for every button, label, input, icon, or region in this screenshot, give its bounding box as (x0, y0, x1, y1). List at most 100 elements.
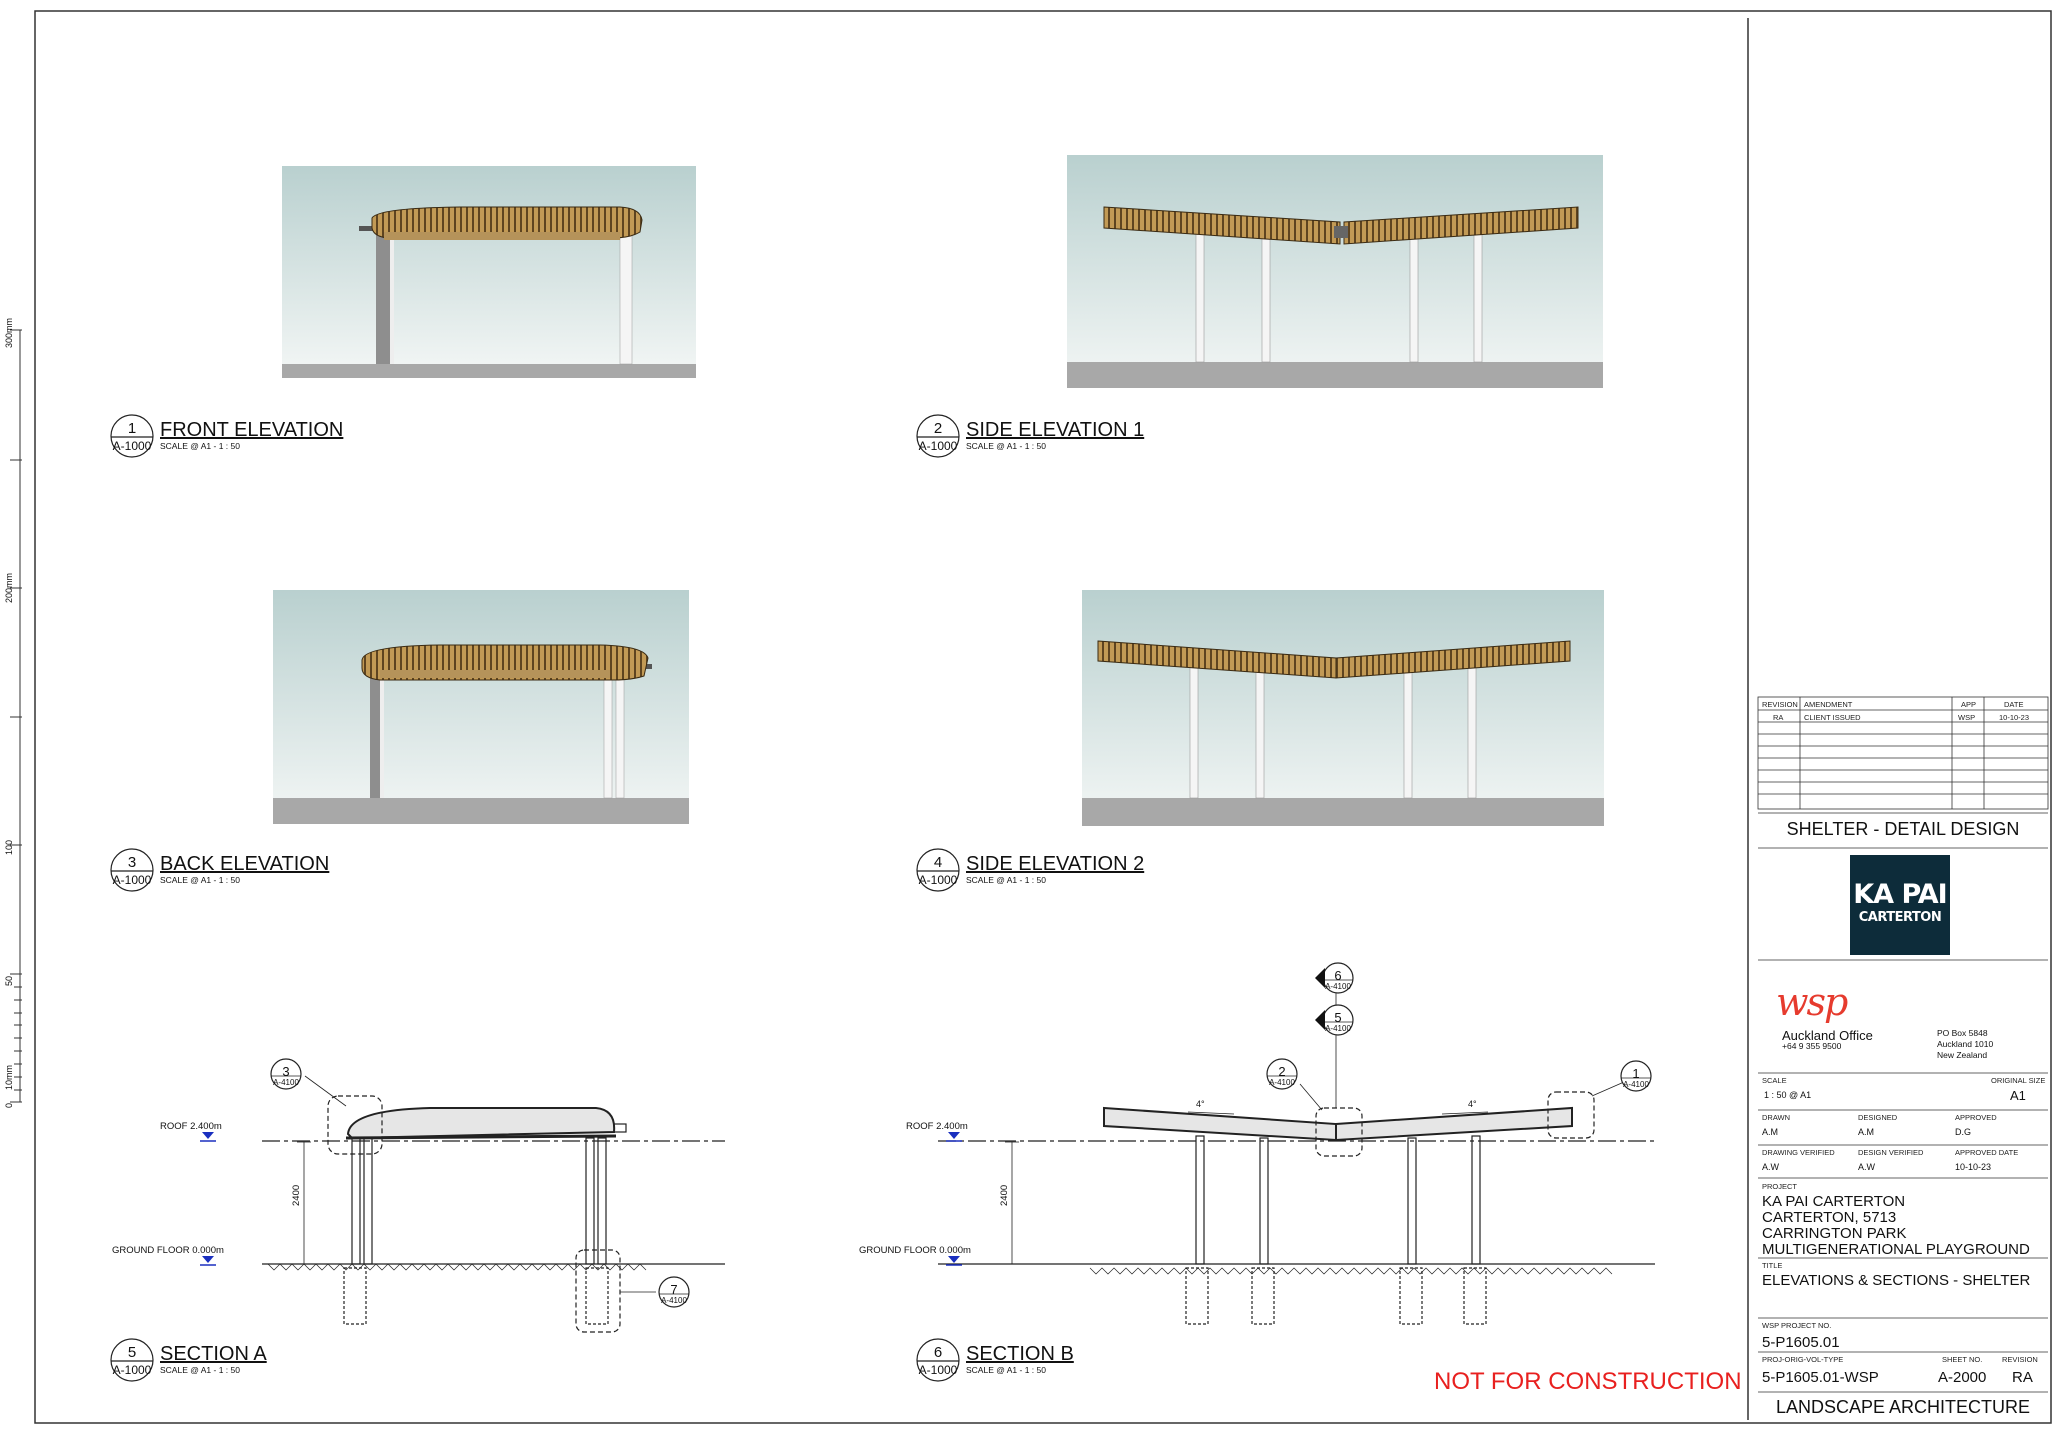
wsp-logo: wsp (1776, 980, 1848, 1024)
rev-header-date: DATE (2004, 700, 2024, 709)
view-number-6: 6 (933, 1344, 943, 1361)
callout-1-number: 1 (1632, 1066, 1640, 1081)
office-name: Auckland Office (1782, 1028, 1873, 1043)
view-scale-5: SCALE @ A1 - 1 : 50 (160, 1365, 240, 1375)
revision-value: RA (2012, 1369, 2033, 1386)
office-phone: +64 9 355 9500 (1782, 1041, 1842, 1051)
logo-line-1: KA PAI (1853, 879, 1947, 910)
view-scale-4: SCALE @ A1 - 1 : 50 (966, 875, 1046, 885)
view-ref-3: A-1000 (112, 873, 152, 887)
approved-date-label: APPROVED DATE (1955, 1148, 2019, 1157)
scale-tick-200: 200mm (4, 572, 14, 603)
section-6-number: 6 (1334, 968, 1342, 983)
front-elevation-render (282, 166, 696, 378)
view-ref-2: A-1000 (918, 439, 958, 453)
view-number-3: 3 (127, 854, 137, 871)
view-scale-3: SCALE @ A1 - 1 : 50 (160, 875, 240, 885)
view-scale-2: SCALE @ A1 - 1 : 50 (966, 441, 1046, 451)
back-elevation-render (273, 590, 689, 824)
sheet-no-value: A-2000 (1938, 1369, 1987, 1386)
view-number-1: 1 (127, 420, 137, 437)
section-a-drawing (262, 1058, 725, 1333)
rev-row-revision: RA (1773, 713, 1784, 722)
design-verified-label: DESIGN VERIFIED (1858, 1148, 1924, 1157)
view-ref-4: A-1000 (918, 873, 958, 887)
view-title-back-elevation: BACK ELEVATION (160, 853, 330, 875)
ground-level-marker-a (202, 1256, 214, 1263)
proj-code-label: PROJ-ORIG-VOL-TYPE (1762, 1355, 1844, 1364)
section-5-ref: A-4100 (1325, 1024, 1351, 1033)
drawing-verified-value: A.W (1762, 1162, 1779, 1172)
view-title-front-elevation: FRONT ELEVATION (160, 419, 344, 441)
view-title-section-b: SECTION B (966, 1343, 1074, 1365)
designed-label: DESIGNED (1858, 1113, 1898, 1122)
section-5-arrow (1315, 1010, 1325, 1030)
section-a-dimension: 2400 (291, 1184, 302, 1206)
original-size-value: A1 (2010, 1088, 2026, 1103)
callout-3-number: 3 (282, 1064, 290, 1079)
scale-tick-10: 10mm (4, 1064, 14, 1090)
project-line-4: MULTIGENERATIONAL PLAYGROUND (1762, 1241, 2030, 1258)
section-6-arrow (1315, 968, 1325, 988)
view-ref-5: A-1000 (112, 1363, 152, 1377)
project-line-1: KA PAI CARTERTON (1762, 1193, 1906, 1210)
section-b-drawing (938, 962, 1655, 1325)
callout-3-ref: A-4100 (273, 1078, 299, 1087)
view-number-2: 2 (933, 420, 943, 437)
approved-date-value: 10-10-23 (1955, 1162, 1992, 1172)
view-ref-1: A-1000 (112, 439, 152, 453)
view-number-5: 5 (127, 1344, 137, 1361)
sheet-no-label: SHEET NO. (1942, 1355, 1983, 1364)
project-label: PROJECT (1762, 1182, 1798, 1191)
title-block-lines (1757, 696, 2049, 1393)
section-a-ground-level: GROUND FLOOR 0.000m (112, 1245, 224, 1256)
callout-2-number: 2 (1278, 1064, 1286, 1079)
wsp-project-value: 5-P1605.01 (1762, 1334, 1840, 1351)
title-label: TITLE (1762, 1261, 1783, 1270)
drawn-label: DRAWN (1762, 1113, 1791, 1122)
proj-code-value: 5-P1605.01-WSP (1762, 1369, 1879, 1386)
po-box-line-3: New Zealand (1937, 1050, 1988, 1060)
ground-level-marker-b (948, 1256, 960, 1263)
drawing-set-title: SHELTER - DETAIL DESIGN (1786, 819, 2020, 839)
callout-7-ref: A-4100 (661, 1296, 687, 1305)
scale-tick-50: 50 (4, 975, 14, 986)
po-box-line-1: PO Box 5848 (1937, 1028, 1988, 1038)
design-verified-value: A.W (1858, 1162, 1875, 1172)
project-line-2: CARTERTON, 5713 (1762, 1209, 1897, 1226)
scale-value: 1 : 50 @ A1 (1764, 1090, 1812, 1100)
ka-pai-carterton-logo: KA PAI CARTERTON (1850, 855, 1950, 955)
rev-row-amendment: CLIENT ISSUED (1804, 713, 1861, 722)
section-b-ground-level: GROUND FLOOR 0.000m (859, 1245, 971, 1256)
wsp-project-label: WSP PROJECT NO. (1762, 1321, 1832, 1330)
section-b-dimension: 2400 (999, 1184, 1010, 1206)
scale-label: SCALE (1762, 1076, 1787, 1085)
side-elevation-2-render (1082, 590, 1604, 826)
logo-line-2: CARTERTON (1858, 910, 1942, 925)
callout-1-ref: A-4100 (1623, 1080, 1649, 1089)
view-title-side-elevation-2: SIDE ELEVATION 2 (966, 853, 1145, 875)
view-scale-1: SCALE @ A1 - 1 : 50 (160, 441, 240, 451)
project-line-3: CARRINGTON PARK (1762, 1225, 1907, 1242)
view-bubbles (110, 414, 960, 1382)
callout-2-ref: A-4100 (1269, 1078, 1295, 1087)
side-elevation-1-render (1067, 155, 1603, 388)
rev-header-amendment: AMENDMENT (1804, 700, 1853, 709)
rev-row-app: WSP (1958, 713, 1976, 722)
view-ref-6: A-1000 (918, 1363, 958, 1377)
section-5-number: 5 (1334, 1010, 1342, 1025)
drawing-verified-label: DRAWING VERIFIED (1762, 1148, 1835, 1157)
approved-value: D.G (1955, 1127, 1972, 1137)
roof-level-marker-b (948, 1132, 960, 1139)
view-scale-6: SCALE @ A1 - 1 : 50 (966, 1365, 1046, 1375)
section-b-roof-level: ROOF 2.400m (906, 1121, 968, 1132)
scale-tick-100: 100 (4, 839, 14, 855)
original-size-label: ORIGINAL SIZE (1991, 1076, 2046, 1085)
sheet-border (34, 10, 2052, 1424)
slope-left: 4° (1196, 1099, 1205, 1109)
section-6-ref: A-4100 (1325, 982, 1351, 991)
title-value: ELEVATIONS & SECTIONS - SHELTER (1762, 1272, 2031, 1289)
scale-tick-300: 300mm (4, 317, 14, 348)
rev-header-app: APP (1961, 700, 1977, 709)
